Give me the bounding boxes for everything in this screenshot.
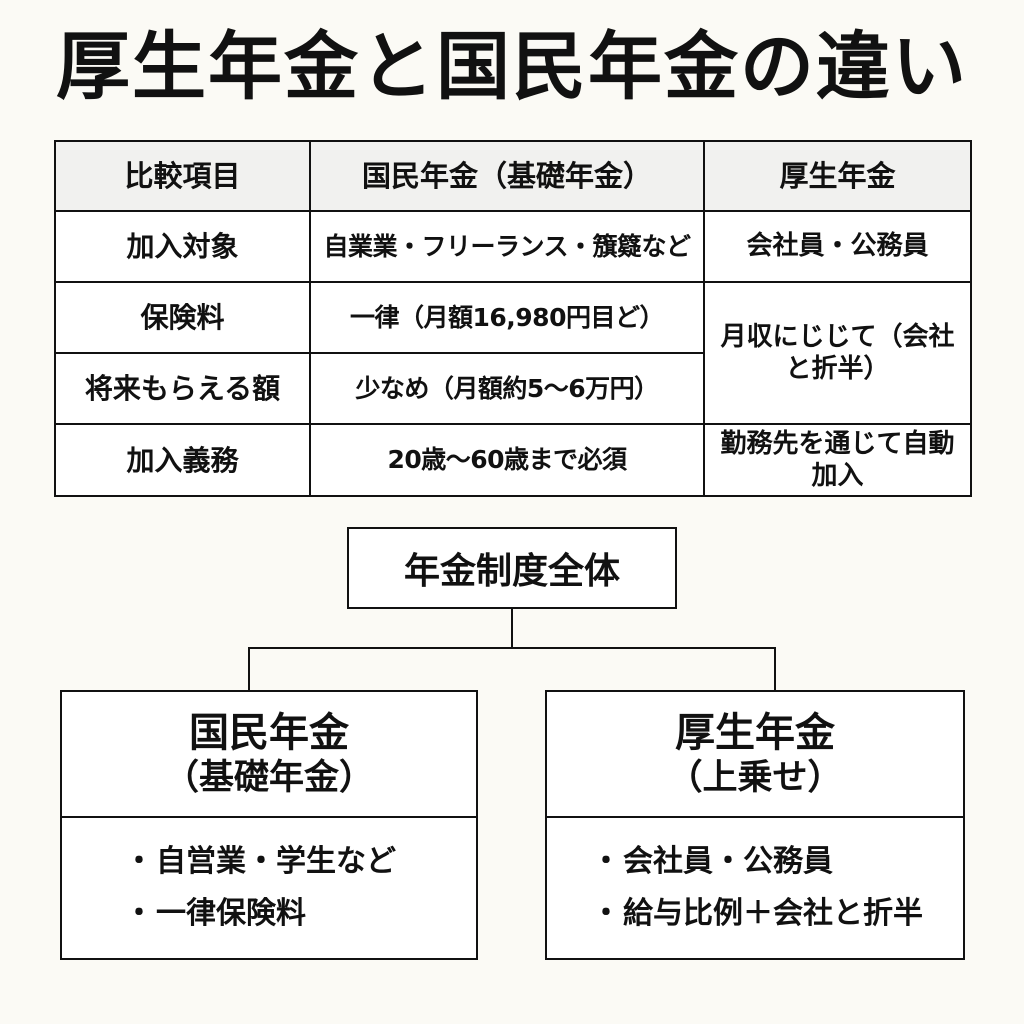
kosei-nenkin-bullets: ・会社員・公務員 ・給与比例＋会社と折半 — [547, 818, 963, 940]
kokumin-nenkin-title: 国民年金 — [189, 710, 349, 756]
list-item-text: 給与比例＋会社と折半 — [623, 896, 923, 931]
kokumin-cell: 20歳～60歳まで必須 — [309, 423, 705, 497]
page-title: 厚生年金と国民年金の違い — [56, 24, 968, 110]
kokumin-nenkin-node: 国民年金 （基礎年金） ・自営業・学生など ・一律保険料 — [60, 690, 478, 960]
kokumin-cell: 自業業・フリーランス・籏籎など — [309, 210, 705, 283]
bullet-icon: ・ — [124, 896, 154, 931]
list-item-text: 自営業・学生など — [156, 844, 396, 879]
bullet-icon: ・ — [591, 896, 621, 931]
connector-horizontal — [248, 647, 776, 649]
table-header-row: 比較項目 国民年金（基礎年金） 厚生年金 — [54, 140, 972, 212]
kokumin-cell: 一律（月額16,980円目ど） — [309, 281, 705, 354]
list-item-text: 一律保険料 — [156, 896, 306, 931]
header-item: 比較項目 — [54, 140, 311, 212]
bullet-icon: ・ — [591, 844, 621, 879]
kosei-nenkin-title: 厚生年金 — [675, 710, 835, 756]
kosei-cell: 勤務先を通じて自動加入 — [703, 423, 972, 497]
table-row: 将来もらえる額 少なめ（月額約5～6万円） — [54, 352, 971, 425]
header-kokumin-nenkin: 国民年金（基礎年金） — [309, 140, 705, 212]
row-item-label: 保険料 — [54, 281, 311, 354]
kosei-nenkin-node: 厚生年金 （上乗せ） ・会社員・公務員 ・給与比例＋会社と折半 — [545, 690, 965, 960]
list-item-text: 会社員・公務員 — [623, 844, 833, 879]
kokumin-nenkin-subtitle: （基礎年金） — [163, 758, 374, 798]
kokumin-cell: 少なめ（月額約5～6万円） — [309, 352, 705, 425]
table-row: 加入義務 20歳～60歳まで必須 勤務先を通じて自動加入 — [54, 423, 972, 497]
pension-system-root-node: 年金制度全体 — [347, 527, 677, 609]
table-row: 保険料 一律（月額16,980円目ど） 月収にじじて（会社と折半） — [54, 281, 972, 425]
kokumin-nenkin-bullets: ・自営業・学生など ・一律保険料 — [62, 818, 476, 940]
kosei-nenkin-header: 厚生年金 （上乗せ） — [547, 692, 963, 818]
row-item-label: 加入義務 — [54, 423, 311, 497]
header-kosei-nenkin: 厚生年金 — [703, 140, 972, 212]
kosei-cell: 会社員・公務員 — [703, 210, 972, 283]
list-item: ・一律保険料 — [122, 888, 476, 940]
row-item-label: 将来もらえる額 — [54, 352, 311, 425]
kosei-nenkin-subtitle: （上乗せ） — [667, 758, 843, 798]
connector-vertical-left — [248, 647, 250, 691]
comparison-table: 比較項目 国民年金（基礎年金） 厚生年金 加入対象 自業業・フリーランス・籏籎な… — [54, 140, 972, 497]
connector-vertical-right — [774, 647, 776, 691]
list-item: ・会社員・公務員 — [589, 836, 963, 888]
kokumin-nenkin-header: 国民年金 （基礎年金） — [62, 692, 476, 818]
kosei-cell: 月収にじじて（会社と折半） — [703, 281, 972, 425]
list-item: ・給与比例＋会社と折半 — [589, 888, 963, 940]
row-item-label: 加入対象 — [54, 210, 311, 283]
bullet-icon: ・ — [124, 844, 154, 879]
list-item: ・自営業・学生など — [122, 836, 476, 888]
table-row: 加入対象 自業業・フリーランス・籏籎など 会社員・公務員 — [54, 210, 972, 283]
connector-vertical-root — [511, 609, 513, 649]
